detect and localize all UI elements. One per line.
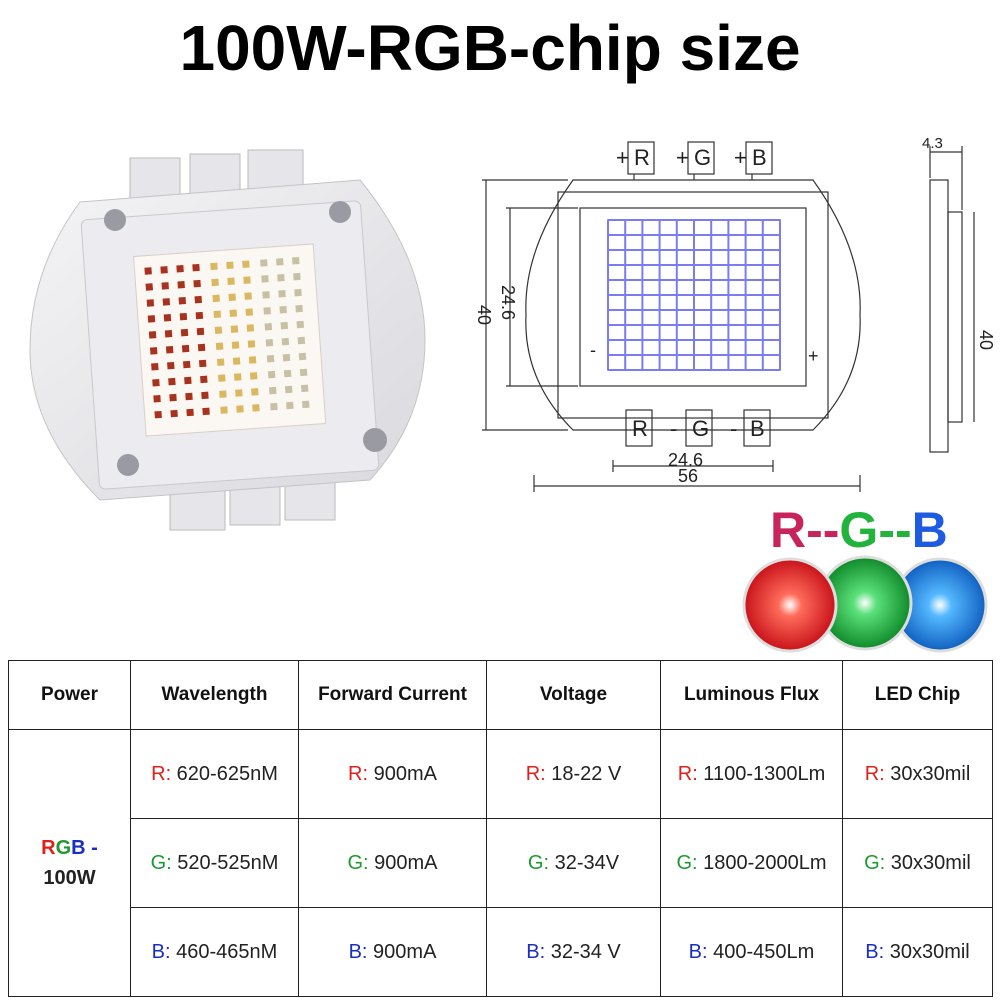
header-luminous-flux: Luminous Flux bbox=[660, 660, 843, 730]
top-pin-plus-b: + bbox=[734, 145, 747, 170]
cell-flux-r: R: 1100-1300Lm bbox=[660, 729, 843, 819]
table-header-row: Power Wavelength Forward Current Voltage… bbox=[8, 660, 993, 730]
table-row: B: 460-465nM B: 900mA B: 32-34 V B: 400-… bbox=[9, 907, 993, 997]
cell-voltage-g: G: 32-34V bbox=[486, 818, 661, 908]
bottom-pin-minus-b: - bbox=[730, 416, 737, 441]
cell-chip-r: R: 30x30mil bbox=[842, 729, 993, 819]
cell-wavelength-g: G: 520-525nM bbox=[130, 818, 299, 908]
rgb-label-g: G bbox=[839, 502, 879, 558]
led-chip-photo bbox=[29, 149, 426, 531]
pad-plus: + bbox=[808, 346, 819, 366]
header-wavelength: Wavelength bbox=[130, 660, 299, 730]
dim-height-inner: 24.6 bbox=[498, 285, 518, 320]
cell-wavelength-r: R: 620-625nM bbox=[130, 729, 299, 819]
dim-width-inner: 24.6 bbox=[668, 450, 703, 470]
bottom-pin-label-r: R bbox=[632, 416, 648, 441]
bottom-pin-label-g: G bbox=[692, 416, 709, 441]
top-pin-label-b: B bbox=[752, 145, 767, 170]
cell-flux-b: B: 400-450Lm bbox=[660, 907, 843, 997]
rgb-label-r: R bbox=[770, 502, 807, 558]
bottom-pin-label-b: B bbox=[750, 416, 765, 441]
bottom-pin-minus-g: - bbox=[670, 416, 677, 441]
cell-voltage-r: R: 18-22 V bbox=[486, 729, 661, 819]
red-led-icon bbox=[742, 557, 838, 653]
top-pin-label-g: G bbox=[694, 145, 711, 170]
power-cell: RGB - 100W bbox=[8, 729, 131, 997]
cell-flux-g: G: 1800-2000Lm bbox=[660, 818, 843, 908]
spec-table: Power Wavelength Forward Current Voltage… bbox=[8, 660, 993, 997]
rgb-label-sep2: -- bbox=[878, 502, 912, 558]
table-row: G: 520-525nM G: 900mA G: 32-34V G: 1800-… bbox=[9, 818, 993, 908]
header-power: Power bbox=[8, 660, 131, 730]
pad-minus: - bbox=[590, 340, 596, 360]
dim-height-outer: 40 bbox=[474, 305, 494, 325]
dimension-drawing: + R + G + B R - G - B - + 24.6 56 4.3 40… bbox=[474, 135, 996, 492]
cell-current-g: G: 900mA bbox=[298, 818, 487, 908]
dim-thickness: 4.3 bbox=[922, 135, 943, 152]
page-title: 100W-RGB-chip size bbox=[179, 12, 801, 84]
top-pin-label-r: R bbox=[634, 145, 650, 170]
table-row: RGB - 100W R: 620-625nM R: 900mA R: 18-2… bbox=[8, 729, 993, 997]
top-pin-plus-r: + bbox=[616, 145, 629, 170]
header-led-chip: LED Chip bbox=[842, 660, 993, 730]
cell-current-r: R: 900mA bbox=[298, 729, 487, 819]
header-forward-current: Forward Current bbox=[298, 660, 487, 730]
rgb-label-b: B bbox=[911, 502, 948, 558]
rgb-label: R--G--B bbox=[770, 500, 970, 560]
dim-width-outer: 56 bbox=[678, 466, 698, 486]
cell-wavelength-b: B: 460-465nM bbox=[130, 907, 299, 997]
cell-chip-b: B: 30x30mil bbox=[842, 907, 993, 997]
rgb-led-glow-icons bbox=[742, 555, 988, 653]
rgb-label-sep1: -- bbox=[806, 502, 840, 558]
cell-current-b: B: 900mA bbox=[298, 907, 487, 997]
header-voltage: Voltage bbox=[486, 660, 661, 730]
top-pin-plus-g: + bbox=[676, 145, 689, 170]
cell-chip-g: G: 30x30mil bbox=[842, 818, 993, 908]
cell-voltage-b: B: 32-34 V bbox=[486, 907, 661, 997]
dim-side-height: 40 bbox=[976, 330, 996, 350]
